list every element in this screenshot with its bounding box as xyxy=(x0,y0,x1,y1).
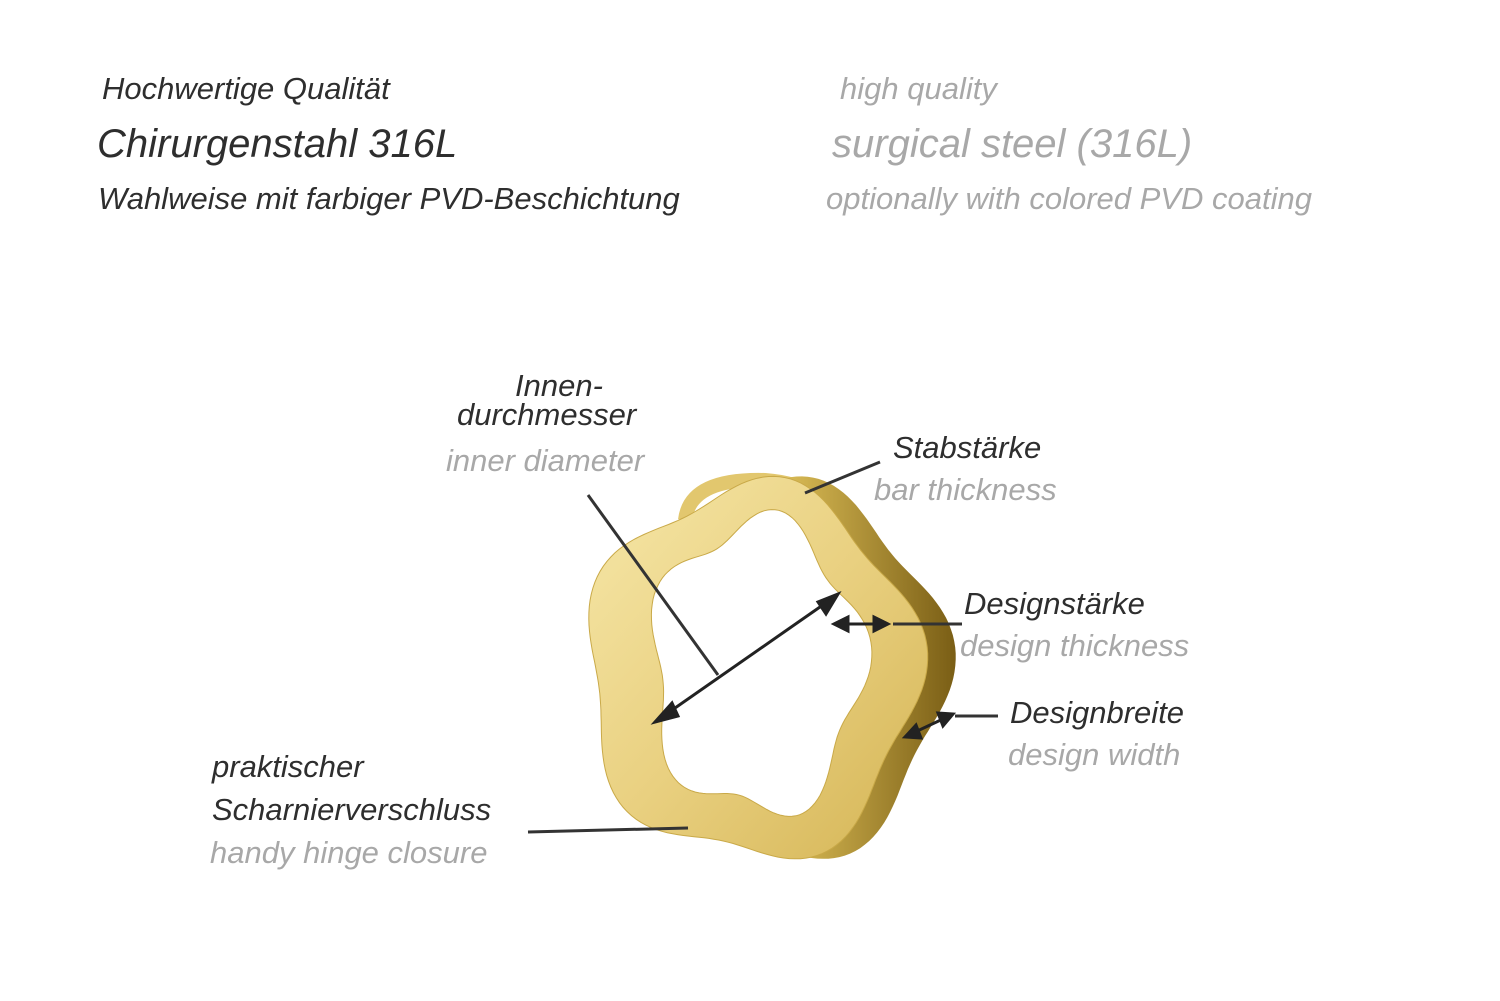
inner-diameter-leader xyxy=(586,494,720,676)
arrowhead xyxy=(650,700,681,725)
bar-thickness-en: bar thickness xyxy=(874,472,1057,507)
hinge-de-1: praktischer xyxy=(212,749,364,784)
coating-en: optionally with colored PVD coating xyxy=(826,181,1312,216)
leader-lines xyxy=(527,460,998,834)
quality-en: high quality xyxy=(840,71,997,106)
inner-diameter-de-1: Innen- xyxy=(515,368,603,403)
arrowhead xyxy=(901,722,924,740)
bar-thickness-de: Stabstärke xyxy=(893,430,1042,465)
inner-diameter-en: inner diameter xyxy=(446,443,645,478)
hinge-en: handy hinge closure xyxy=(210,835,488,870)
hinge-leader xyxy=(527,826,689,834)
arrowhead xyxy=(830,614,850,634)
design-thickness-de: Designstärke xyxy=(964,586,1145,621)
inner-diameter-arrow xyxy=(664,598,831,717)
bar-thickness-leader xyxy=(804,460,881,495)
design-width-en: design width xyxy=(1008,737,1181,772)
inner-diameter-de-2: durchmesser xyxy=(457,397,637,432)
hinge-de-2: Scharnierverschluss xyxy=(212,792,492,827)
material-de: Chirurgenstahl 316L xyxy=(97,122,458,166)
arrowhead xyxy=(815,590,842,617)
quality-de: Hochwertige Qualität xyxy=(102,71,390,106)
material-en: surgical steel (316L) xyxy=(832,122,1193,166)
ring-face xyxy=(588,475,929,860)
coating-de: Wahlweise mit farbiger PVD-Beschichtung xyxy=(98,181,680,216)
design-thickness-en: design thickness xyxy=(960,628,1190,663)
design-width-de: Designbreite xyxy=(1010,695,1185,730)
arrowhead xyxy=(872,614,892,634)
dimension-arrows xyxy=(650,590,957,740)
arrowhead xyxy=(935,711,957,729)
